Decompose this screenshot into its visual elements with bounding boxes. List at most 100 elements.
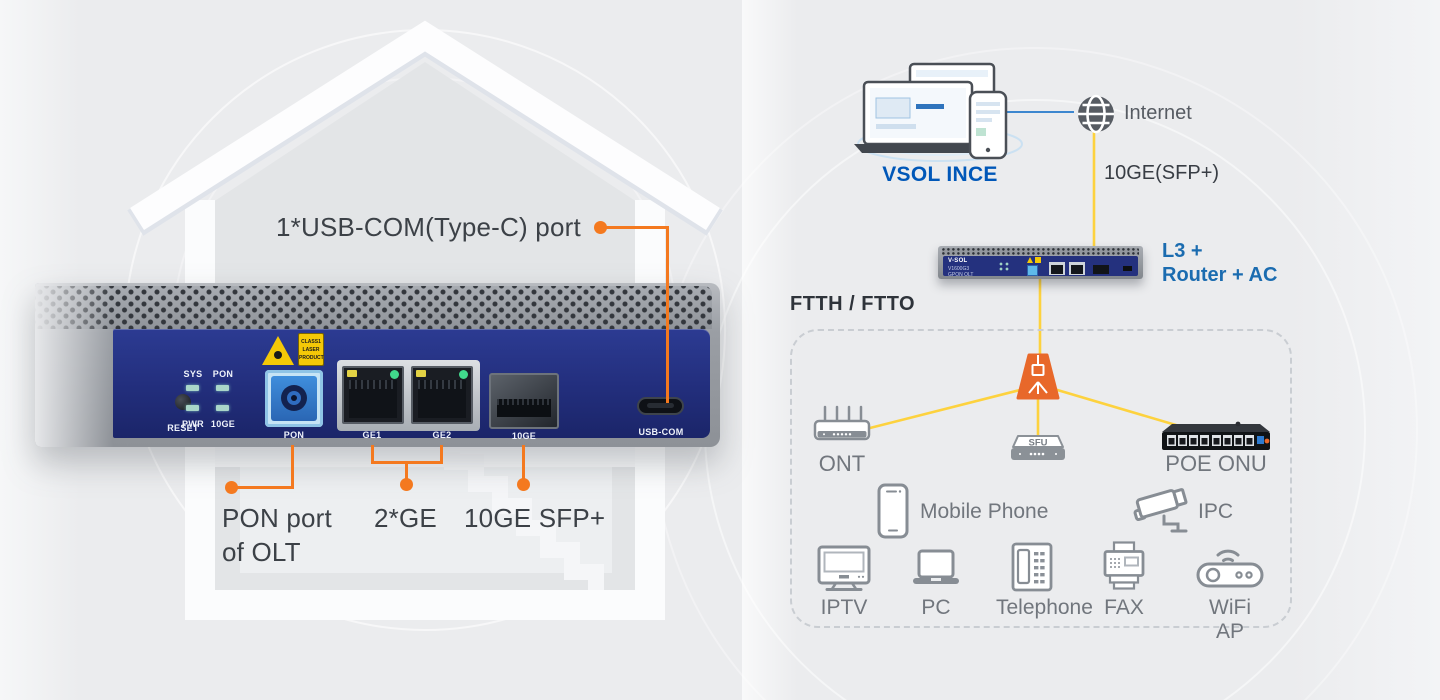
ge1-led-green <box>390 370 399 379</box>
usb-com-label: USB-COM <box>638 427 684 437</box>
sfp-slot <box>497 399 551 417</box>
led-10ge-label: 10GE <box>210 419 236 429</box>
usb-callout-hline <box>604 226 669 229</box>
fax-icon <box>1103 541 1145 590</box>
mini-olt-model: V1600G3 <box>948 265 970 272</box>
telephone-label: Telephone <box>996 596 1093 619</box>
splitter-icon <box>1016 353 1060 400</box>
ince-devices-illustration <box>854 62 1023 162</box>
mini-olt-caption-line1: L3 + <box>1162 240 1203 262</box>
ipc-label: IPC <box>1198 500 1234 523</box>
sfp-label: 10GE <box>511 431 537 441</box>
sfp-callout-text: 10GE SFP+ <box>464 503 606 533</box>
ge2-led-yellow <box>416 370 426 377</box>
sys-led <box>186 385 199 391</box>
mini-olt-warning2 <box>1035 257 1041 263</box>
ge2-port-inner <box>418 380 466 418</box>
mini-rj2-inner <box>1071 265 1083 274</box>
ince-label: VSOL INCE <box>882 163 998 186</box>
usb-callout-vline <box>666 226 669 403</box>
pon-callout-hline <box>236 486 294 489</box>
sticker-line3: PRODUCT <box>299 355 324 361</box>
ge1-label: GE1 <box>362 430 382 440</box>
link-splitter-ont <box>857 387 1025 433</box>
led-pwr-label: PWR <box>182 419 204 429</box>
sfu-icon-text: SFU <box>1029 438 1048 449</box>
pc-label: PC <box>921 596 951 619</box>
device-left-fade <box>35 283 113 447</box>
ge-callout-text: 2*GE <box>374 503 437 533</box>
mini-olt-rj45-2 <box>1069 262 1085 275</box>
ge-callout-tick2 <box>440 445 443 464</box>
iptv-icon <box>817 545 871 591</box>
reset-label: RESET <box>167 423 199 433</box>
led-sys-label: SYS <box>183 369 203 379</box>
mini-olt-slot <box>1123 266 1132 271</box>
poe-onu-label: POE ONU <box>1165 451 1267 476</box>
mini-olt-rj45-1 <box>1049 262 1065 275</box>
usb-com-slot <box>647 403 674 408</box>
uplink-label: 10GE(SFP+) <box>1104 162 1220 184</box>
zone-label: FTTH / FTTO <box>790 293 916 315</box>
ftth-zone-box <box>790 329 1292 628</box>
telephone-icon <box>1011 542 1053 592</box>
ge1-port <box>342 366 404 424</box>
pon-callout-line2: of OLT <box>222 537 301 567</box>
ge-callout-stem <box>405 461 408 483</box>
wifi-ap-icon <box>1196 549 1264 588</box>
ge1-led-yellow <box>347 370 357 377</box>
pc-icon <box>913 549 959 584</box>
wifi-ap-label: WiFi AP <box>1209 596 1251 643</box>
link-splitter-poe <box>1053 387 1187 430</box>
sfu-icon: SFU <box>1011 435 1065 460</box>
pon-callout-dot <box>225 481 238 494</box>
pon-callout-line1: PON port <box>222 503 332 533</box>
ge2-led-green <box>459 370 468 379</box>
internet-globe-icon <box>1078 94 1114 134</box>
pon-callout-vline <box>291 445 294 489</box>
ge1-port-inner <box>349 380 397 418</box>
laser-class-sticker: CLASS1 LASER PRODUCT <box>298 333 324 366</box>
mini-olt-device: V-SOL V1600G3 GPON OLT <box>938 246 1143 279</box>
ge2-port <box>411 366 473 424</box>
pon-port <box>265 370 323 427</box>
ont-icon <box>813 405 871 441</box>
ge-callout-dot <box>400 478 413 491</box>
sfp-callout-vline <box>522 445 525 482</box>
ont-label: ONT <box>818 451 866 476</box>
internet-label: Internet <box>1124 102 1192 124</box>
ge-callout-tick1 <box>371 445 374 464</box>
usb-callout-dot <box>594 221 607 234</box>
mobile-phone-label: Mobile Phone <box>920 500 1049 523</box>
pon-led <box>216 385 229 391</box>
fax-label: FAX <box>1104 596 1144 619</box>
sfp-callout-dot <box>517 478 530 491</box>
sticker-line1: CLASS1 <box>301 339 321 345</box>
iptv-label: IPTV <box>820 596 868 619</box>
usb-com-port <box>637 397 684 415</box>
led-pon-label: PON <box>212 369 234 379</box>
mini-olt-vent <box>942 248 1139 255</box>
ipc-camera-icon <box>1133 488 1188 533</box>
mini-olt-warning <box>1027 257 1033 263</box>
mini-rj1-inner <box>1051 265 1063 274</box>
mini-olt-type: GPON OLT <box>948 271 974 278</box>
poe-onu-icon <box>1162 421 1270 450</box>
ge2-label: GE2 <box>432 430 452 440</box>
pwr-led <box>186 405 199 411</box>
pon-port-center <box>291 395 297 401</box>
mini-olt-brand: V-SOL <box>948 258 968 264</box>
mini-olt-caption-line2: Router + AC <box>1162 264 1278 286</box>
mobile-phone-icon <box>877 483 909 539</box>
usb-callout-text: 1*USB-COM(Type-C) port <box>276 212 581 242</box>
olt-device: RESET SYS PON PWR 10GE CLASS1 LASER PROD… <box>35 283 720 447</box>
sticker-line2: LASER <box>302 347 320 353</box>
vent-grille <box>35 286 712 329</box>
ge-port-block <box>337 360 480 431</box>
mini-olt-panel: V-SOL V1600G3 GPON OLT <box>943 256 1138 278</box>
laser-warning-dot <box>274 351 282 359</box>
sfp-cage <box>489 373 559 429</box>
